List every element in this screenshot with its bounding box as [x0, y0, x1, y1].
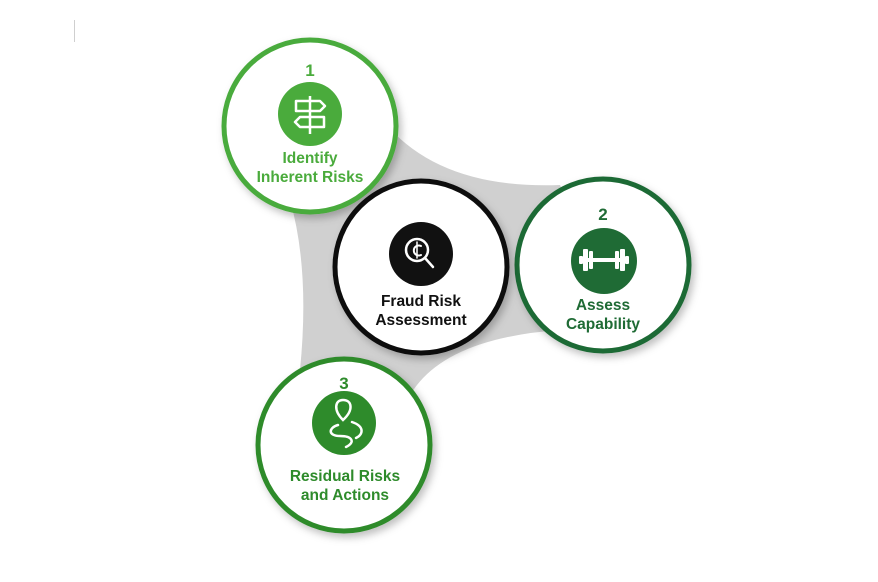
step-3-title: Residual Risks and Actions	[289, 468, 401, 504]
step-2-node	[514, 176, 692, 354]
step-3-icon-badge	[312, 391, 376, 455]
step-1-node	[221, 37, 399, 215]
step-3-number: 3	[339, 374, 349, 393]
signpost-icon	[293, 96, 327, 134]
dumbbell-icon	[579, 249, 629, 271]
step-1-title: Identify Inherent Risks	[256, 150, 364, 186]
step-2-title: Assess Capability	[565, 297, 641, 333]
magnifier-cent-icon	[404, 237, 435, 269]
center-node	[332, 178, 510, 356]
step-3-node	[255, 356, 433, 534]
step-2-number: 2	[598, 205, 608, 224]
center-title: Fraud Risk Assessment	[375, 293, 467, 329]
winding-path-icon	[329, 398, 363, 449]
divider-mark	[74, 20, 75, 42]
step-1-number: 1	[305, 61, 315, 80]
